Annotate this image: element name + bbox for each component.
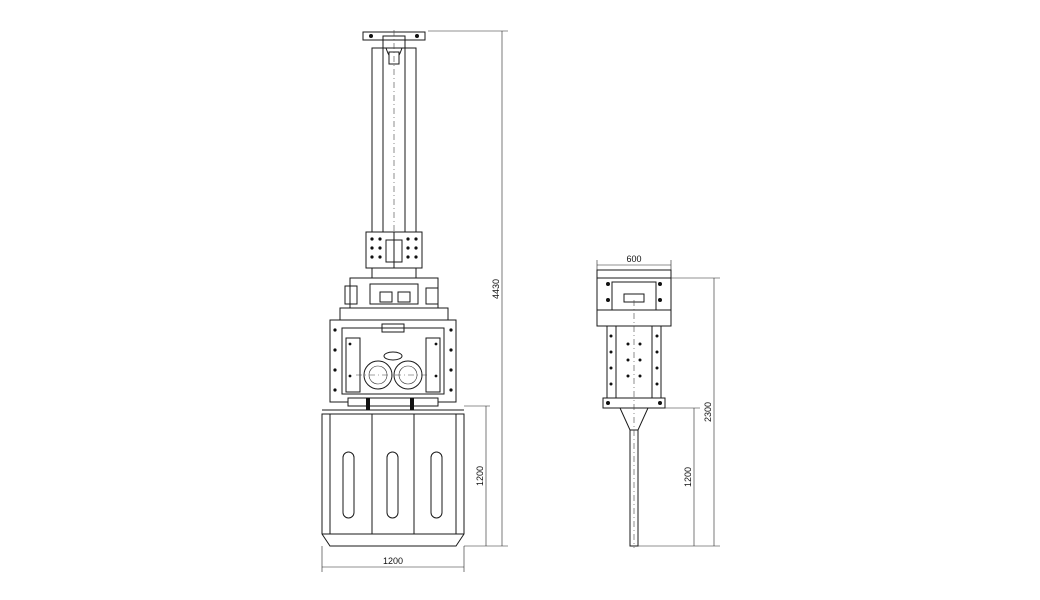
front-dimension-1200-width: 1200 — [321, 546, 465, 572]
side-view: 600 2300 1200 — [596, 254, 720, 548]
dimension-label-clamp-width: 1200 — [383, 556, 403, 566]
side-dimension-600: 600 — [596, 254, 672, 270]
side-dimension-2300: 2300 — [638, 277, 720, 547]
side-dimension-1200: 1200 — [648, 407, 700, 546]
front-upper-block — [365, 231, 423, 279]
dimension-label-overall-height: 4430 — [491, 279, 501, 299]
side-clamp-jaw — [619, 300, 649, 548]
dimension-label-top-width: 600 — [626, 254, 641, 264]
dimension-label-side-clamp-height: 1200 — [683, 467, 693, 487]
front-view: 4430 1200 1200 — [321, 30, 508, 572]
dimension-label-side-overall-height: 2300 — [703, 402, 713, 422]
front-clamp-plate — [321, 398, 465, 547]
dimension-label-clamp-height: 1200 — [475, 466, 485, 486]
front-gearbox — [329, 319, 457, 407]
front-motor-section — [339, 277, 449, 321]
front-dimension-1200-height: 1200 — [464, 405, 490, 546]
